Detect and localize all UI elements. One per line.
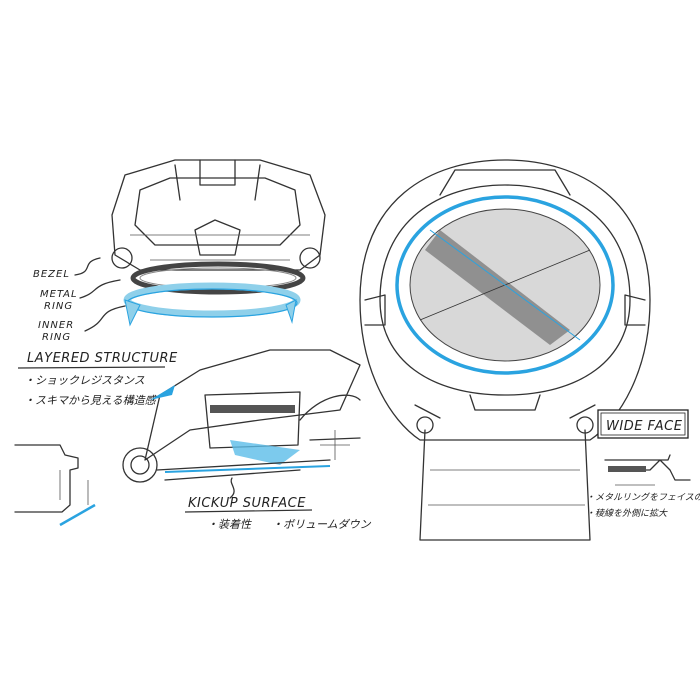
- layered-note-2: ・スキマから見える構造感: [24, 394, 158, 407]
- layered-structure-heading: LAYERED STRUCTURE: [27, 351, 178, 366]
- wide-face-callout: WIDE FACE ・メタルリングをフェイスの一部に ・稜線を外側に拡大: [586, 409, 700, 519]
- exploded-bezel-sketch: [111, 159, 326, 271]
- metal-ring-label-line1: METAL: [40, 289, 78, 300]
- kickup-note-1: ・装着性: [207, 518, 252, 531]
- inner-ring-label-line2: RING: [42, 332, 71, 343]
- inner-ring-sketch: [123, 282, 301, 327]
- layered-structure-underline: [17, 366, 166, 369]
- kickup-surface-heading: KICKUP SURFACE: [188, 496, 306, 511]
- inner-ring-leader: [84, 305, 126, 332]
- bezel-label: BEZEL: [33, 269, 70, 280]
- kickup-underline: [184, 509, 313, 513]
- kickup-note-2: ・ボリュームダウン: [272, 518, 372, 531]
- kickup-leader: [229, 477, 235, 499]
- metal-ring-label-line2: RING: [44, 301, 73, 312]
- wide-note-2: ・稜線を外側に拡大: [586, 508, 668, 519]
- side-detail-sketch: [14, 349, 361, 527]
- layered-note-1: ・ショックレジスタンス: [24, 374, 145, 387]
- inner-ring-label-line1: INNER: [38, 320, 74, 331]
- wide-face-label: WIDE FACE: [606, 419, 683, 434]
- wide-note-1: ・メタルリングをフェイスの一部に: [586, 492, 700, 503]
- bezel-leader: [74, 257, 101, 276]
- wide-face-box: [597, 409, 689, 439]
- metal-ring-leader: [79, 279, 121, 299]
- watch-face-sketch: [359, 159, 651, 541]
